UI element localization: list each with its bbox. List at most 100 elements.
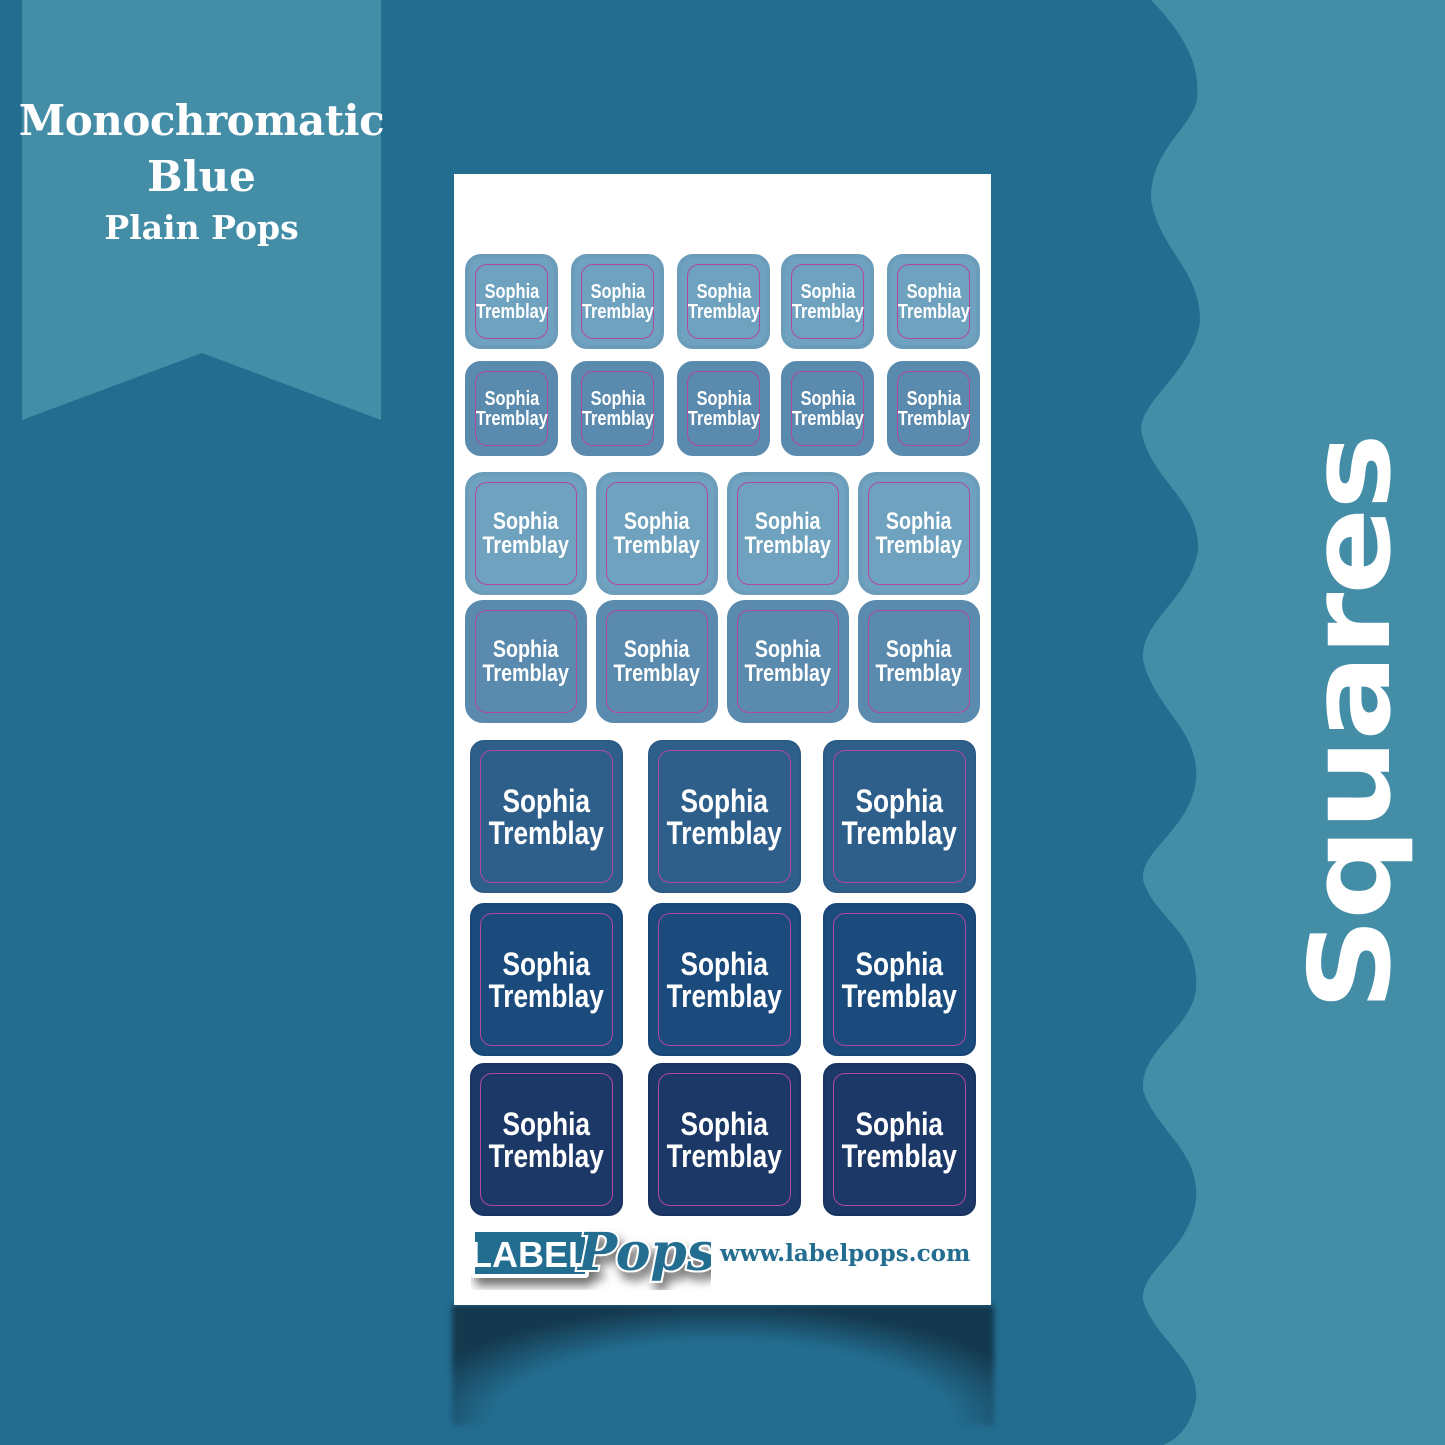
label-last-name: Tremblay — [687, 300, 760, 323]
label-first-name: Sophia — [906, 387, 961, 410]
logo-label-text: LABEL — [471, 1234, 590, 1275]
label-first-name: Sophia — [680, 1105, 769, 1142]
label-last-name: Tremblay — [581, 300, 654, 323]
label-first-name: Sophia — [696, 387, 751, 410]
website-url[interactable]: www.labelpops.com — [720, 1240, 971, 1267]
label-first-name: Sophia — [624, 635, 690, 663]
label-last-name: Tremblay — [613, 659, 701, 687]
banner-tagline: Plain Pops — [104, 208, 299, 247]
label-first-name: Sophia — [755, 635, 821, 663]
label-last-name: Tremblay — [687, 407, 760, 430]
label-first-name: Sophia — [590, 280, 645, 303]
label-last-name: Tremblay — [841, 814, 958, 851]
label-last-name: Tremblay — [666, 1137, 783, 1174]
label-last-name: Tremblay — [488, 814, 605, 851]
label-last-name: Tremblay — [482, 531, 570, 559]
label-last-name: Tremblay — [897, 300, 970, 323]
label-first-name: Sophia — [680, 945, 769, 982]
label-first-name: Sophia — [502, 945, 591, 982]
label-last-name: Tremblay — [488, 1137, 605, 1174]
labelpops-logo: LABEL Pops — [471, 1228, 711, 1285]
label-last-name: Tremblay — [482, 659, 570, 687]
banner-title: Monochromatic — [18, 96, 385, 145]
label-first-name: Sophia — [800, 387, 855, 410]
label-first-name: Sophia — [493, 635, 559, 663]
label-first-name: Sophia — [696, 280, 751, 303]
label-first-name: Sophia — [484, 387, 539, 410]
label-first-name: Sophia — [855, 945, 944, 982]
label-first-name: Sophia — [624, 507, 690, 535]
label-first-name: Sophia — [886, 635, 952, 663]
label-last-name: Tremblay — [791, 300, 864, 323]
label-first-name: Sophia — [484, 280, 539, 303]
label-first-name: Sophia — [855, 782, 944, 819]
label-last-name: Tremblay — [875, 659, 963, 687]
label-first-name: Sophia — [800, 280, 855, 303]
banner-subtitle: Blue — [147, 152, 256, 201]
side-title: Squares — [1286, 435, 1416, 1010]
title-banner: Monochromatic Blue Plain Pops — [19, 0, 385, 420]
ribbon-shape — [22, 0, 381, 420]
label-last-name: Tremblay — [841, 977, 958, 1014]
label-first-name: Sophia — [680, 782, 769, 819]
label-first-name: Sophia — [502, 1105, 591, 1142]
label-last-name: Tremblay — [791, 407, 864, 430]
label-last-name: Tremblay — [897, 407, 970, 430]
label-last-name: Tremblay — [841, 1137, 958, 1174]
label-last-name: Tremblay — [613, 531, 701, 559]
label-first-name: Sophia — [493, 507, 559, 535]
label-first-name: Sophia — [886, 507, 952, 535]
label-last-name: Tremblay — [875, 531, 963, 559]
logo-script-text: Pops — [576, 1228, 711, 1283]
label-last-name: Tremblay — [666, 977, 783, 1014]
label-last-name: Tremblay — [581, 407, 654, 430]
label-last-name: Tremblay — [475, 407, 548, 430]
label-last-name: Tremblay — [744, 659, 832, 687]
